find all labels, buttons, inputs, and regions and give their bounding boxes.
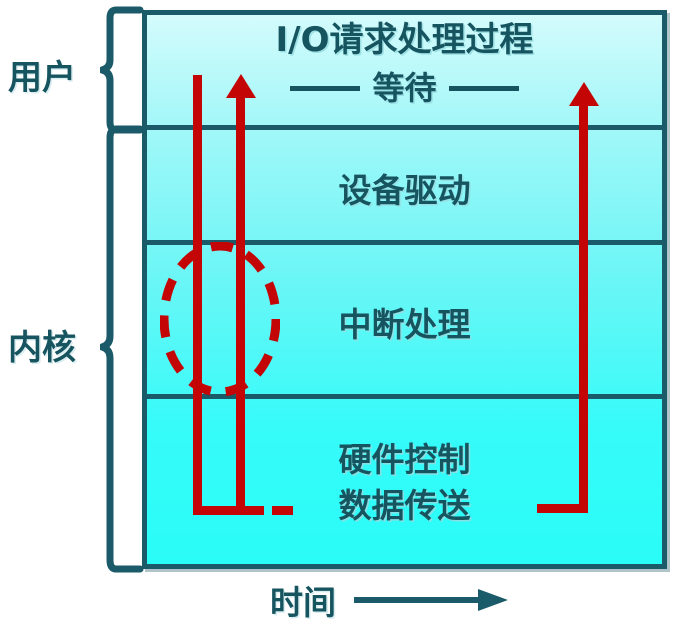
interrupt-loop-ellipse bbox=[160, 242, 280, 396]
layer-divider-user-driver bbox=[142, 125, 667, 130]
brace-kernel-icon bbox=[100, 125, 144, 573]
flow-line-bottom-connector bbox=[193, 506, 264, 515]
flow-line-completion-up bbox=[236, 92, 245, 515]
side-label-kernel: 内核 bbox=[8, 328, 76, 368]
time-arrow-right-icon bbox=[354, 589, 508, 611]
flow-line-interrupt-bottom-connector bbox=[537, 504, 588, 513]
brace-user-icon bbox=[100, 6, 144, 134]
flow-arrow-interrupt-up-icon bbox=[569, 82, 599, 106]
flow-arrow-completion-up-icon bbox=[226, 74, 256, 98]
flow-line-interrupt-up bbox=[579, 100, 588, 513]
time-axis: 时间 bbox=[270, 578, 512, 622]
time-axis-label: 时间 bbox=[270, 583, 336, 622]
side-label-user: 用户 bbox=[8, 58, 76, 98]
flow-line-bottom-dash bbox=[272, 506, 293, 515]
layer-divider-driver-interrupt bbox=[142, 240, 667, 245]
layer-divider-interrupt-hardware bbox=[142, 394, 667, 399]
flow-line-request-down bbox=[193, 75, 202, 515]
